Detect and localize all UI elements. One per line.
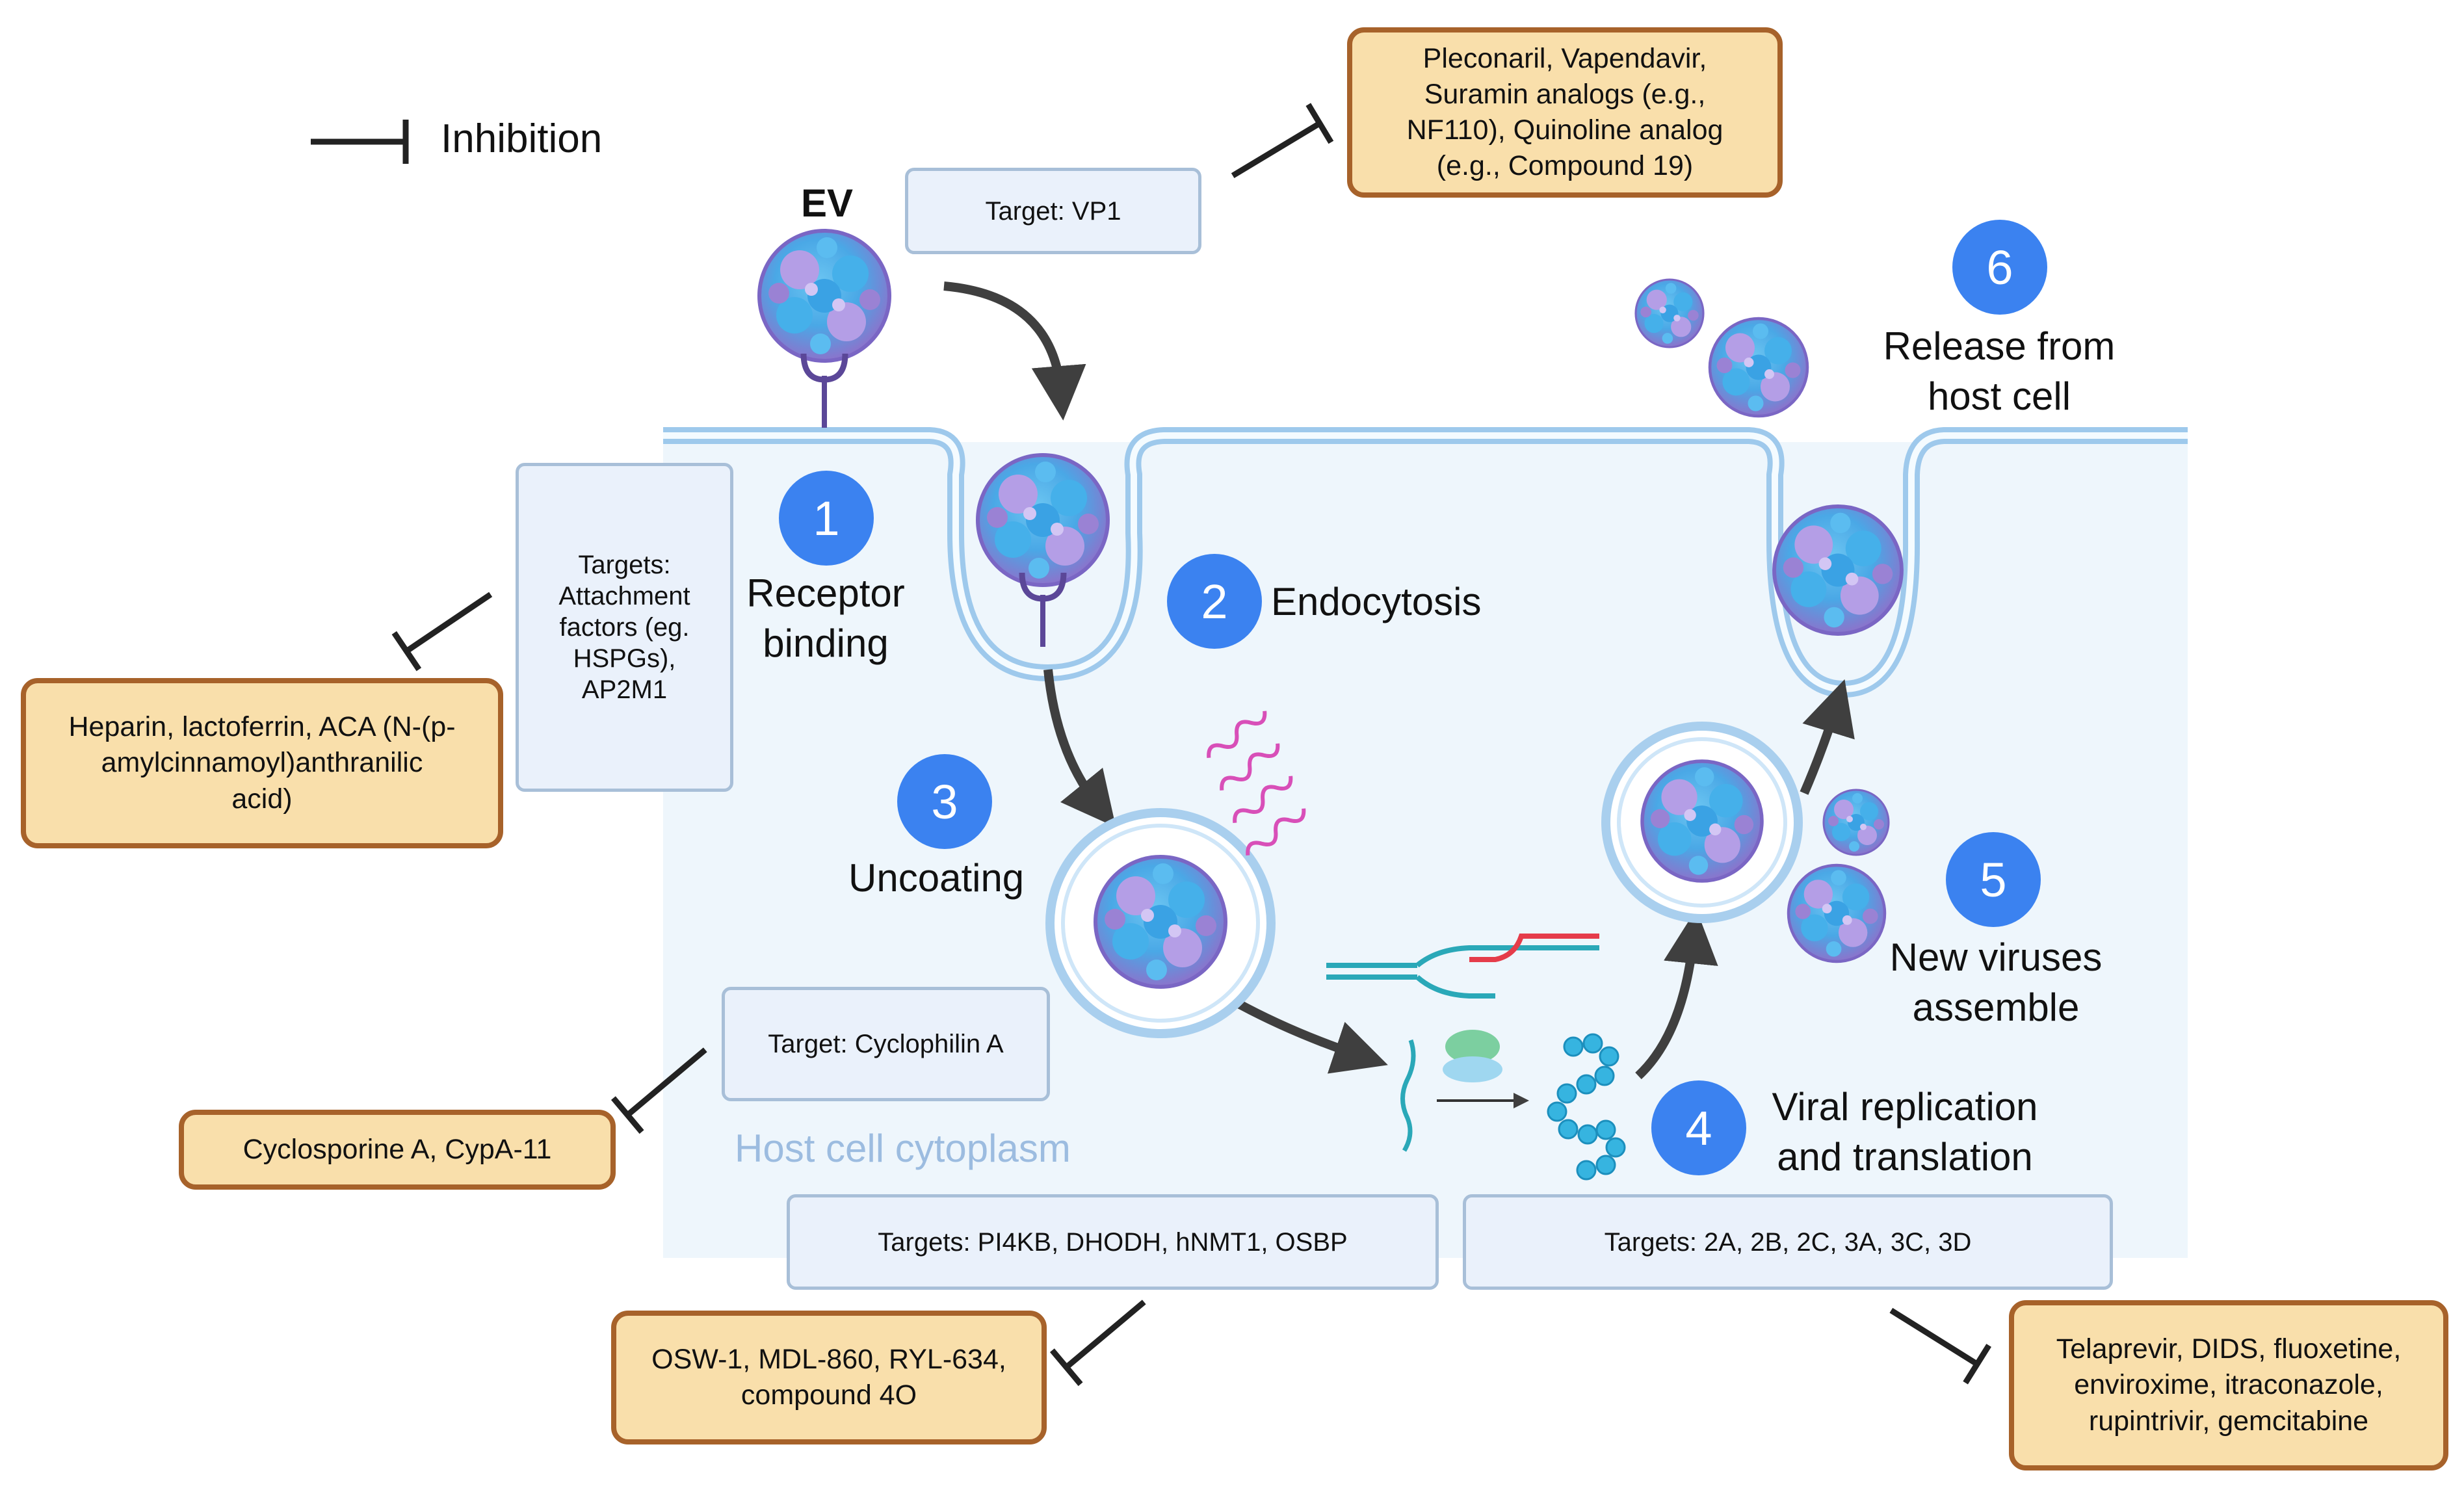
step-4-badge: 4	[1651, 1080, 1746, 1175]
virus-endocytosis-icon	[978, 455, 1108, 585]
legend-inhibition-icon	[311, 120, 409, 164]
drugs-cyclophilin-box: Cyclosporine A, CypA-11	[179, 1110, 616, 1190]
uncoating-vesicle	[1045, 808, 1276, 1038]
legend-inhibition-label: Inhibition	[441, 116, 603, 161]
target-viral-proteins-box: Targets: 2A, 2B, 2C, 3A, 3C, 3D	[1463, 1194, 2113, 1290]
cytoplasm-label: Host cell cytoplasm	[735, 1127, 1071, 1170]
step-4-label: Viral replication and translation	[1772, 1085, 2038, 1179]
drugs-host-factors-box: OSW-1, MDL-860, RYL-634, compound 4O	[611, 1311, 1047, 1444]
step-6-badge: 6	[1952, 220, 2047, 315]
virus-label: EV	[801, 181, 854, 225]
arrow-to-release	[1800, 679, 1855, 795]
inhibition-host-factors-icon	[1052, 1285, 1158, 1384]
assembly-vesicle	[1601, 722, 1803, 923]
step-1-badge: 1	[779, 471, 874, 566]
viral-rna-icon	[1207, 711, 1306, 856]
released-virus-icon	[1710, 319, 1807, 416]
arrow-to-endocytosis	[943, 281, 1086, 421]
step-3-badge: 3	[897, 754, 992, 849]
new-virus-icon-small	[1822, 789, 1890, 856]
target-host-factors-box: Targets: PI4KB, DHODH, hNMT1, OSBP	[787, 1194, 1439, 1290]
step-6-label: Release from host cell	[1883, 324, 2116, 418]
target-attachment-box: Targets: Attachment factors (eg. HSPGs),…	[516, 463, 733, 792]
arrow-to-assembly	[1635, 909, 1718, 1080]
target-cyclophilin-box: Target: Cyclophilin A	[722, 987, 1050, 1101]
step-2-badge: 2	[1167, 554, 1262, 649]
step-2-label: Endocytosis	[1271, 580, 1482, 623]
drugs-vp1-box: Pleconaril, Vapendavir, Suramin analogs …	[1347, 27, 1783, 198]
released-virus-icon-small	[1634, 278, 1705, 348]
target-vp1-box: Target: VP1	[905, 168, 1201, 254]
receptor-icon	[804, 354, 845, 428]
ribosome-icon	[1400, 1030, 1529, 1152]
drugs-attachment-box: Heparin, lactoferrin, ACA (N-(p- amylcin…	[21, 678, 503, 848]
step-3-label: Uncoating	[848, 856, 1025, 900]
inhibition-viral-proteins-icon	[1880, 1292, 1989, 1383]
arrow-to-uncoating	[1043, 669, 1116, 828]
new-virus-icon	[1789, 865, 1885, 961]
virus-release-icon	[1774, 506, 1902, 634]
step-5-badge: 5	[1946, 832, 2041, 927]
step-5-label: New viruses assemble	[1889, 935, 2103, 1029]
drugs-viral-proteins-box: Telaprevir, DIDS, fluoxetine, enviroxime…	[2009, 1300, 2448, 1470]
inhibition-vp1-icon	[1222, 105, 1331, 195]
replication-fork-icon	[1326, 934, 1599, 999]
polyprotein-icon	[1547, 1033, 1626, 1181]
cytoplasm-region	[663, 442, 2188, 1258]
virus-icon	[759, 231, 889, 361]
step-1-label: Receptor binding	[746, 571, 905, 665]
inhibition-attachment-icon	[394, 576, 503, 670]
